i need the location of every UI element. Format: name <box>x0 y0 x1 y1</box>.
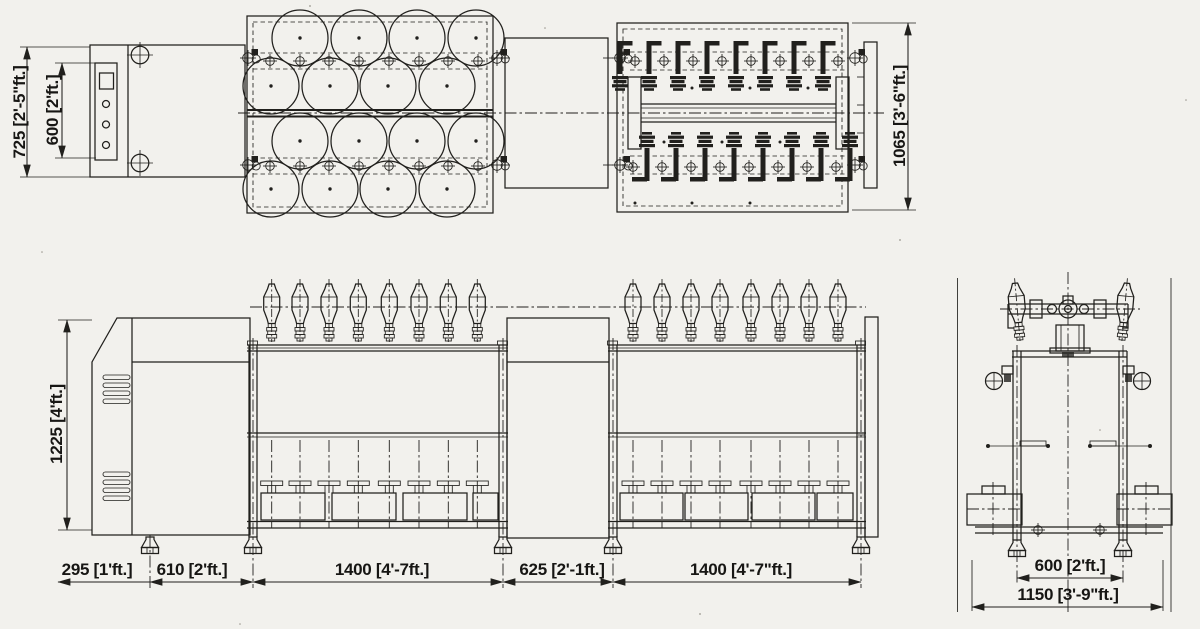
dim-label-610: 610 [2'ft.] <box>157 560 228 579</box>
spindle-arms-top <box>612 41 836 91</box>
front-frame-1 <box>247 278 508 588</box>
mount-hole-icon <box>126 149 154 177</box>
front-end-plate <box>858 316 879 538</box>
pedestal <box>1055 324 1085 352</box>
dim-label-1400a: 1400 [4'-7ft.] <box>335 560 429 579</box>
dim-1065: 1065 [3'-6"ft.] <box>852 22 916 211</box>
panel-button <box>101 140 111 150</box>
bottom-dimension-chain: 295 [1'ft.] 610 [2'ft.] 1400 [4'-7ft.] 6… <box>57 560 862 586</box>
dim-label-725: 725 [2'-5"ft.] <box>10 66 29 159</box>
dim-label-1065: 1065 [3'-6"ft.] <box>890 65 909 167</box>
end-mid-ties <box>986 440 1152 448</box>
pot-caps-frame-1 <box>260 480 489 494</box>
package-circles <box>242 9 505 218</box>
dim-725: 725 [2'-5"ft.] <box>10 46 90 178</box>
panel-button <box>101 99 111 109</box>
front-cabinet <box>91 317 251 536</box>
bobbins-frame-2 <box>624 278 847 343</box>
bobbins-frame-1 <box>263 278 486 343</box>
pot-caps-frame-2 <box>621 480 850 494</box>
plan-view: 725 [2'-5"ft.] 600 [2'ft.] 1065 [3'-6"ft… <box>10 9 916 218</box>
center-dots <box>633 86 810 205</box>
dim-600-end: 600 [2'ft.] <box>1016 556 1124 582</box>
paper-specks <box>41 5 1187 625</box>
display-window <box>98 72 115 90</box>
front-middle-box <box>506 317 610 539</box>
dim-label-600-end: 600 [2'ft.] <box>1035 556 1106 575</box>
panel-button <box>101 120 111 129</box>
end-base <box>975 522 1163 558</box>
dim-label-1150: 1150 [3'-9"ft.] <box>1017 585 1118 604</box>
plan-head-box <box>89 41 246 178</box>
end-top-mechanism <box>1000 295 1140 354</box>
dim-label-600-top: 600 [2'ft.] <box>43 75 62 146</box>
end-knobs <box>984 365 1152 391</box>
end-bottom-boxes <box>966 482 1173 536</box>
dim-label-1225: 1225 [4'ft.] <box>47 384 66 464</box>
control-panel <box>94 62 118 161</box>
plan-end-plate <box>857 41 878 189</box>
dim-label-1400b: 1400 [4'-7"ft.] <box>690 560 792 579</box>
front-view: 1225 [4'ft.] <box>47 278 879 588</box>
mount-hole-icon <box>126 41 154 69</box>
dim-1225: 1225 [4'ft.] <box>47 319 92 531</box>
pots-frame-2 <box>619 440 854 528</box>
plan-creel-unit <box>242 9 505 218</box>
dim-label-295: 295 [1'ft.] <box>62 560 133 579</box>
dim-600-top: 600 [2'ft.] <box>43 62 96 159</box>
pots-frame-1 <box>260 440 499 528</box>
dim-1150: 1150 [3'-9"ft.] <box>971 560 1164 611</box>
end-view: 600 [2'ft.] 1150 [3'-9"ft.] <box>957 272 1173 615</box>
end-frame <box>1012 345 1128 584</box>
vent-louvers <box>102 374 131 501</box>
front-frame-2 <box>607 278 866 588</box>
plan-spindle-unit <box>612 22 858 213</box>
dim-label-625: 625 [2'-1ft.] <box>519 560 604 579</box>
